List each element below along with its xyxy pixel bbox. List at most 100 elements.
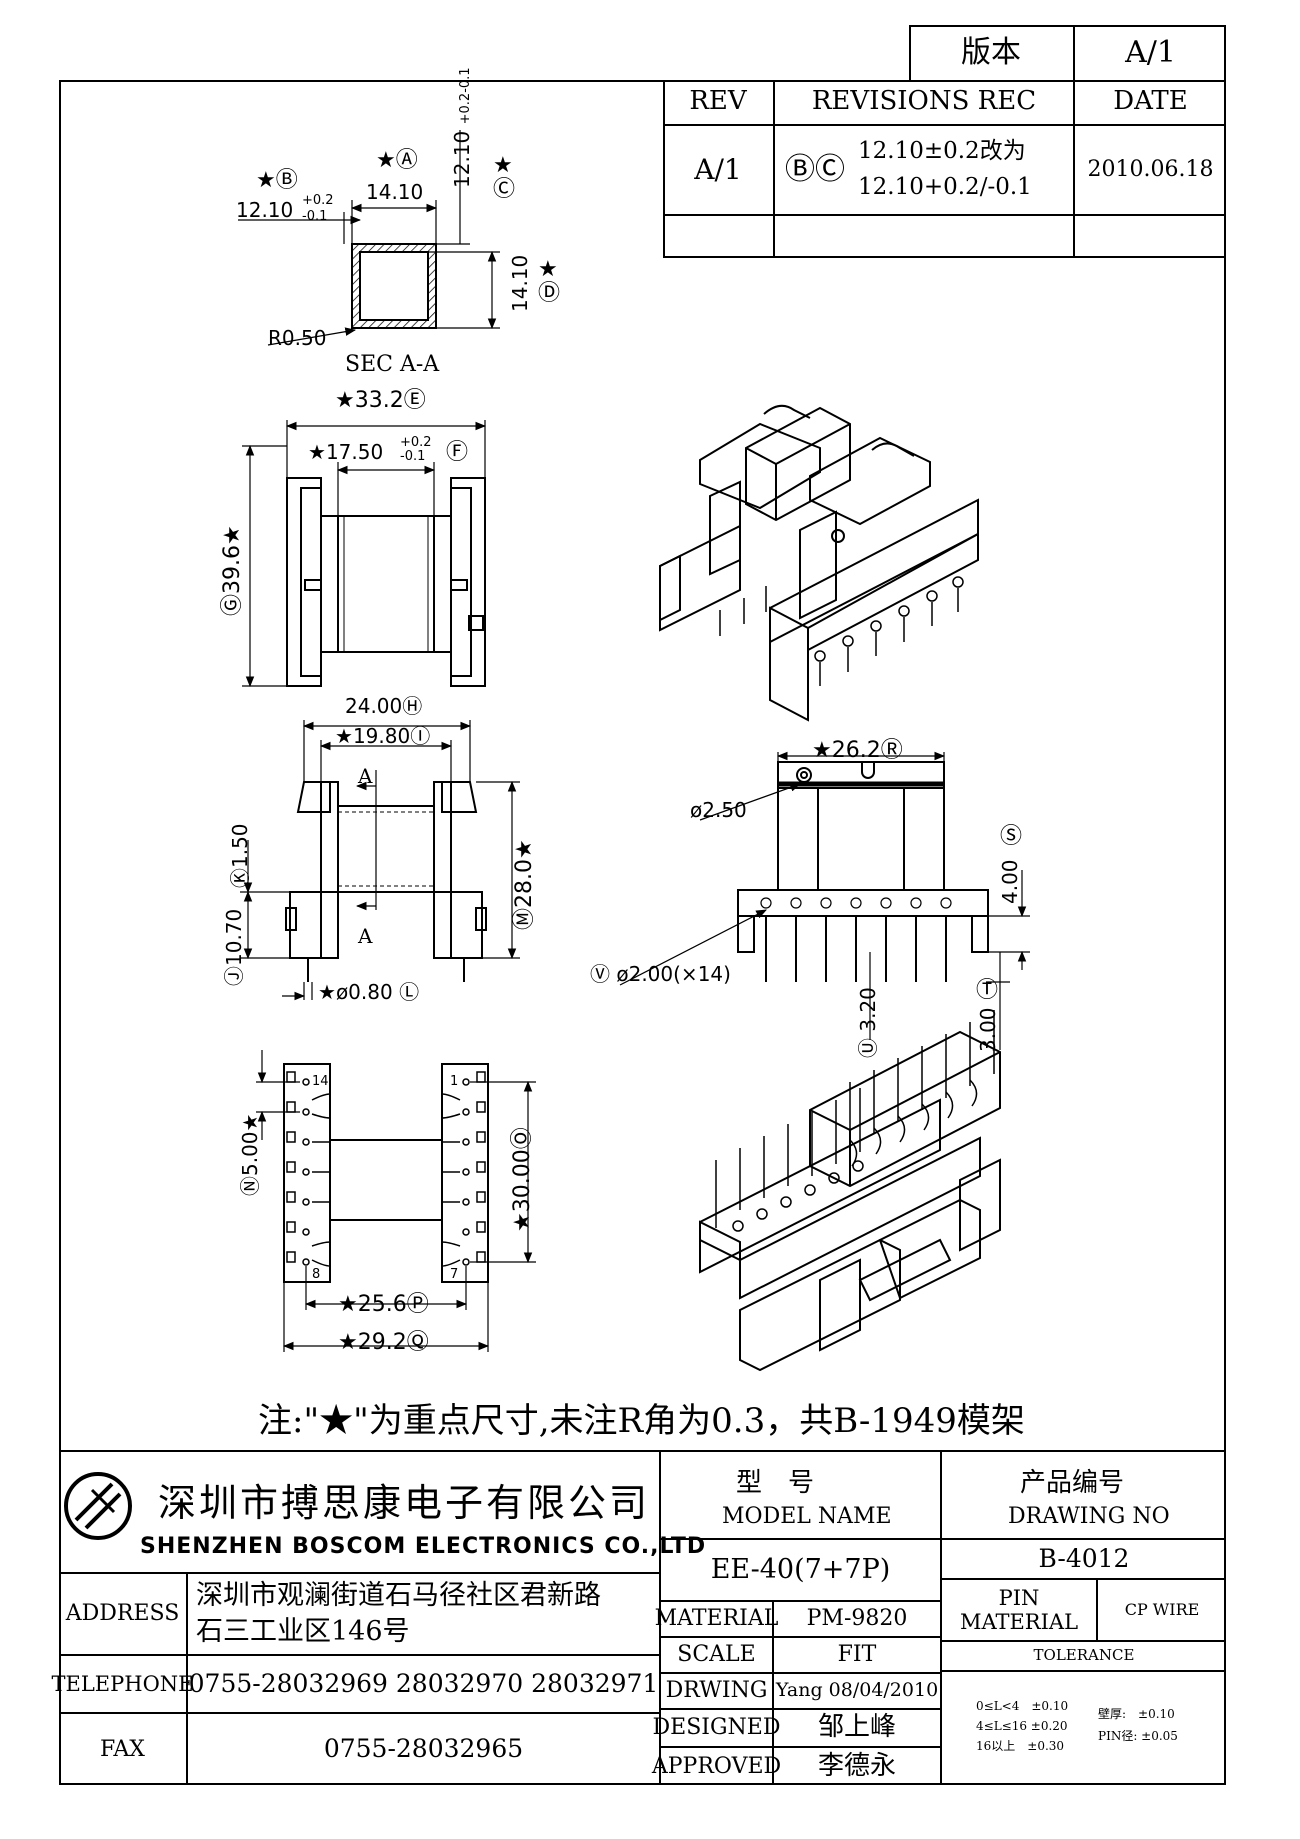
pin-8-label: 8 (312, 1267, 321, 1282)
fax-label: FAX (100, 1736, 145, 1762)
version-value: A/1 (1125, 35, 1176, 71)
drwing-value: Yang 08/04/2010 (775, 1679, 939, 1702)
revision-marks: ⒷⒸ (785, 151, 845, 187)
address-line2: 石三工业区146号 (196, 1616, 410, 1647)
tolerance-label: TOLERANCE (1033, 1646, 1135, 1665)
front-view (240, 720, 520, 1001)
dim-t-value: 3.00 (976, 1007, 1000, 1052)
approved-value: 李德永 (817, 1750, 896, 1781)
title-block-top-line (59, 1450, 1226, 1452)
dim-g: Ⓖ39.6★ (220, 525, 245, 616)
drwing-label: DRWING (665, 1678, 768, 1704)
fax-value: 0755-28032965 (323, 1734, 524, 1764)
side-base (737, 889, 989, 917)
pin-1-label: 1 (450, 1074, 459, 1089)
dim-c-value: 12.10 +0.2-0.1 (450, 67, 474, 188)
dim-j: Ⓙ10.70 (222, 908, 246, 986)
revision-table (663, 80, 1226, 258)
material-value: PM-9820 (806, 1606, 908, 1632)
side-view (619, 751, 1030, 1050)
dim-l: ★ø0.80 Ⓛ (318, 980, 420, 1004)
rev-value: A/1 (694, 152, 742, 186)
dim-s-value: 4.00 (998, 859, 1022, 904)
top-view (242, 420, 487, 688)
drawing-label-en: DRAWING NO (1008, 1504, 1170, 1529)
iso-right-flange (809, 436, 931, 526)
company-name-cn: 深圳市搏思康电子有限公司 (158, 1481, 651, 1525)
iso-core (745, 406, 851, 522)
telephone-label: TELEPHONE (51, 1671, 194, 1696)
dim-b-tol-plus: +0.2 (302, 193, 334, 208)
tolerance-row-1: 0≤L<4 ±0.10 (976, 1699, 1069, 1713)
dim-m: Ⓜ28.0★ (512, 839, 537, 930)
rev-header: REV (689, 86, 747, 117)
model-label-en: MODEL NAME (722, 1504, 892, 1529)
company-name-en: SHENZHEN BOSCOM ELECTRONICS CO.,LTD (140, 1534, 707, 1559)
dim-f-tol: +0.2-0.1 (400, 435, 432, 465)
dim-a-label: ★Ⓐ (376, 148, 418, 173)
dim-n: Ⓝ5.00★ (238, 1113, 262, 1196)
dim-p: ★25.6Ⓟ (338, 1292, 429, 1317)
company-logo-icon (64, 1472, 132, 1540)
section-mark-top: A (358, 764, 373, 788)
dim-c-label: ★Ⓒ (493, 153, 516, 203)
dim-b-value: 12.10 (236, 198, 294, 222)
pin-7-label: 7 (450, 1267, 459, 1282)
drawing-frame (59, 80, 1226, 1785)
pin-14-label: 14 (312, 1074, 329, 1089)
material-label: MATERIAL (654, 1606, 779, 1632)
dim-o: ★30.00Ⓞ (510, 1127, 535, 1232)
dim-d-label: ★Ⓓ (538, 257, 561, 307)
bottom-right-rail (441, 1063, 489, 1283)
front-left-base (289, 891, 339, 959)
tolerance-wall: 壁厚: ±0.10 (1098, 1707, 1175, 1721)
isometric-view-bottom (699, 1010, 1001, 1372)
dim-d-value: 14.10 (508, 254, 532, 312)
approved-label: APPROVED (651, 1753, 782, 1779)
revision-line2: 12.10+0.2/-0.1 (858, 174, 1032, 200)
dim-s-letter: Ⓢ (1000, 824, 1023, 849)
pin-material-value: CP WIRE (1124, 1599, 1200, 1619)
model-label-cn: 型 号 (736, 1468, 815, 1498)
scale-value: FIT (837, 1642, 877, 1668)
date-header: DATE (1113, 86, 1188, 117)
bottom-core (329, 1139, 443, 1221)
drawing-value: B-4012 (1038, 1543, 1130, 1573)
revision-line1: 12.10±0.2改为 (858, 138, 1026, 164)
dim-a-value: 14.10 (366, 180, 424, 204)
model-value: EE-40(7+7P) (710, 1554, 891, 1586)
dim-b-label: ★Ⓑ (256, 168, 298, 193)
drawing-label-cn: 产品编号 (1020, 1468, 1125, 1498)
iso2-upper-block (809, 1030, 1001, 1188)
front-core (337, 805, 435, 893)
isometric-view-top (659, 404, 979, 722)
section-a-a-view (238, 130, 500, 346)
telephone-value: 0755-28032969 28032970 28032971 (188, 1668, 659, 1698)
dim-t-letter: Ⓣ (976, 978, 999, 1003)
dim-f: ★17.50 (308, 440, 384, 464)
bottom-left-rail (283, 1063, 331, 1283)
revisions-rec-header: REVISIONS REC (811, 86, 1037, 117)
front-right-base (433, 891, 483, 959)
scale-label: SCALE (677, 1642, 756, 1668)
section-bore (359, 251, 429, 321)
tolerance-pin: PIN径: ±0.05 (1098, 1729, 1178, 1743)
dim-b-tol-minus: -0.1 (302, 209, 328, 224)
top-core (337, 515, 435, 653)
version-divider (1073, 25, 1075, 82)
address-label: ADDRESS (65, 1601, 180, 1627)
dim-h: 24.00Ⓗ (345, 694, 423, 718)
dim-e: ★33.2Ⓔ (335, 388, 426, 413)
tolerance-row-3: 16以上 ±0.30 (976, 1739, 1065, 1753)
dim-u: Ⓤ 3.20 (856, 987, 880, 1058)
front-right-lug (441, 781, 478, 813)
dim-k: Ⓚ1.50 (228, 823, 252, 888)
bottom-view (256, 1050, 536, 1352)
revision-date: 2010.06.18 (1087, 157, 1214, 183)
designed-label: DESIGNED (652, 1715, 781, 1741)
hole-label: ø2.50 (690, 798, 747, 822)
designed-value: 邹上峰 (817, 1712, 896, 1743)
radius-label: R0.50 (268, 326, 327, 350)
